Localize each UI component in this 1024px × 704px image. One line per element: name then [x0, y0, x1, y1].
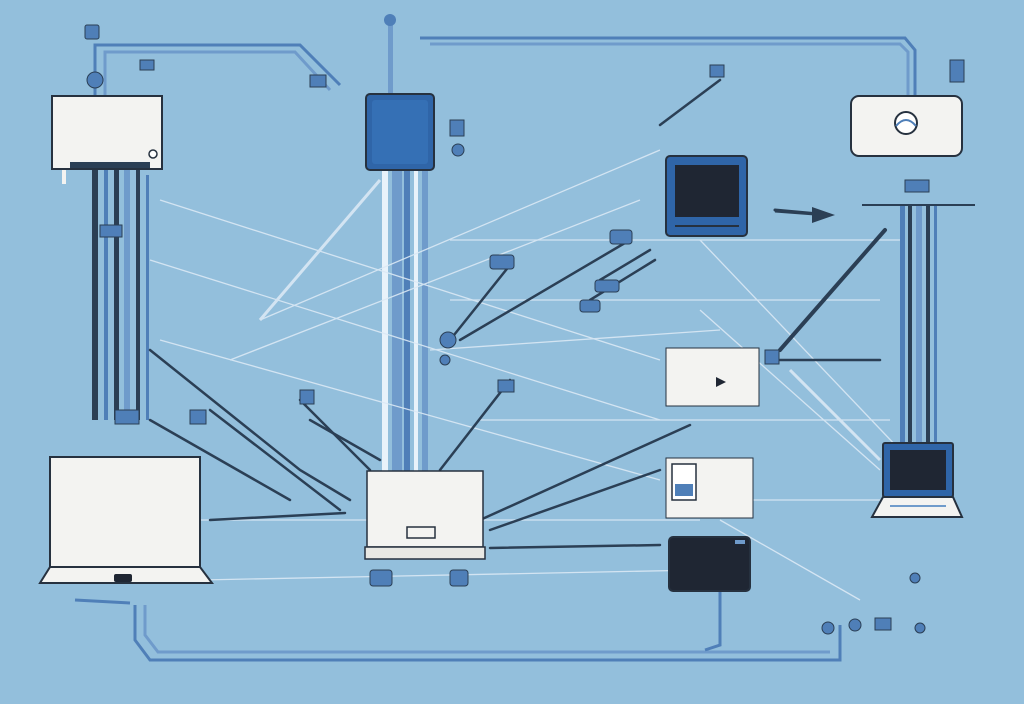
play-icon: [716, 377, 726, 387]
light-connection-lines: [149, 149, 950, 601]
left-vertical-bus: [92, 170, 149, 420]
right-vertical-bus: [862, 204, 975, 445]
camera-lens-icon: [894, 111, 918, 135]
right-laptop: [870, 442, 964, 518]
center-right-monitor: [665, 155, 748, 237]
arrow-right-icon: [774, 207, 835, 223]
center-media-player: [665, 347, 760, 407]
top-right-camera: [850, 95, 963, 157]
top-left-router: [51, 95, 163, 184]
bottom-left-laptop: [38, 456, 214, 584]
center-vertical-bus: [382, 14, 428, 475]
center-small-tablet: [665, 457, 754, 519]
center-hub: [364, 470, 486, 560]
cable-connectors: [84, 24, 965, 635]
center-blue-server: [365, 93, 435, 171]
center-dark-display: [668, 536, 751, 592]
dark-cables: [148, 78, 887, 550]
